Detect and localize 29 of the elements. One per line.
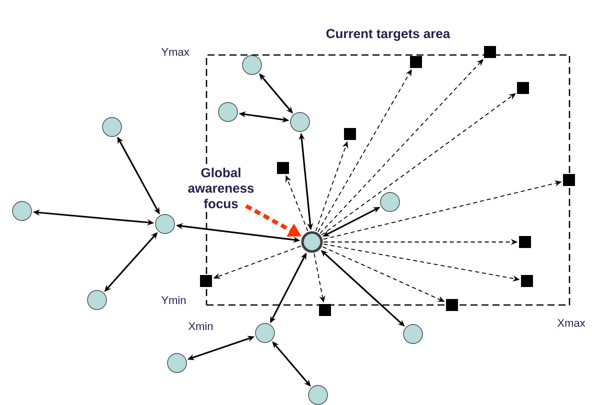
axis-label: Xmax (557, 319, 586, 327)
target-square (446, 299, 458, 311)
axis-label: Xmin (188, 322, 213, 330)
agent-circle (242, 55, 262, 75)
target-square (410, 56, 422, 68)
agent-circle (12, 201, 32, 221)
focus-label: Global awareness focus (175, 166, 267, 210)
agent-circle (290, 112, 310, 132)
axis-label: Ymin (161, 296, 186, 304)
agent-circle (155, 214, 175, 234)
agent-circle (380, 192, 400, 212)
arrow (321, 93, 516, 236)
target-square (517, 82, 529, 94)
target-square (563, 174, 575, 186)
node-label: Current targets area (326, 28, 450, 41)
target-square (319, 304, 331, 316)
target-square (484, 46, 496, 58)
agent-circle (308, 385, 328, 405)
agent-circle (167, 353, 187, 373)
axis-label: Ymax (161, 48, 190, 56)
agent-circle (255, 323, 275, 343)
agent-circle (87, 290, 107, 310)
agent-circle (218, 102, 238, 122)
target-square (344, 128, 356, 140)
agent-circle (102, 117, 122, 137)
focus-circle (301, 231, 323, 253)
agent-circle (403, 324, 423, 344)
target-square (200, 275, 212, 287)
target-square (277, 162, 289, 174)
